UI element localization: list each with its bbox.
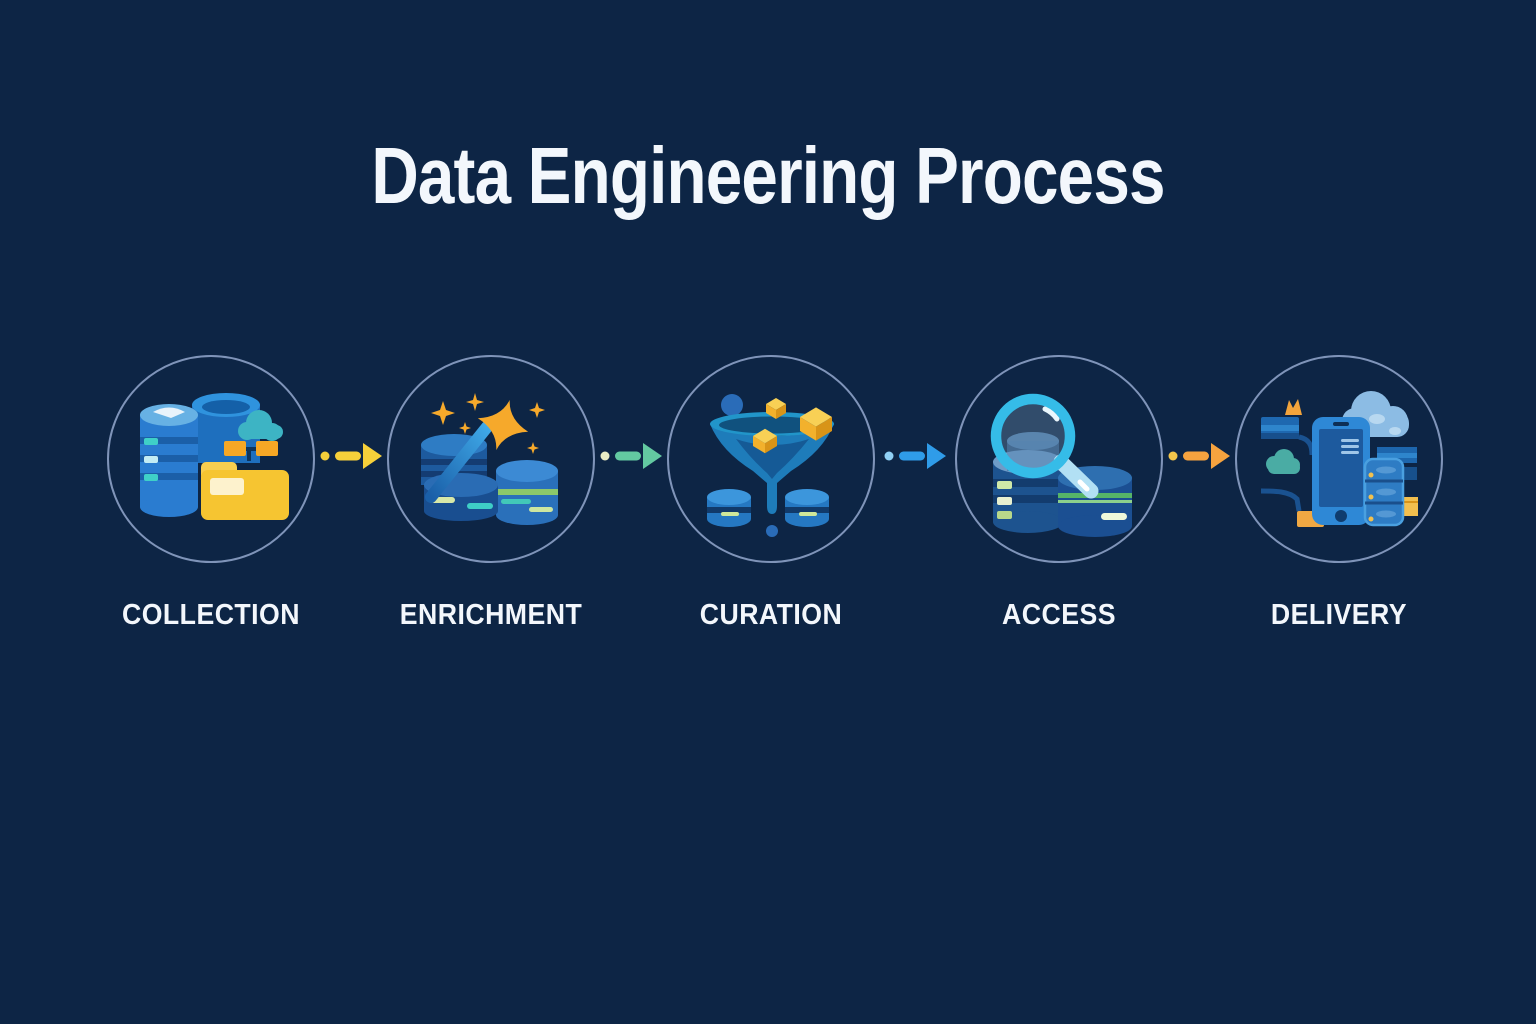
stage-collection: COLLECTION xyxy=(101,355,321,632)
stage-delivery: DELIVERY xyxy=(1229,355,1449,632)
stage-label-enrichment: ENRICHMENT xyxy=(399,599,583,631)
connector-nodes xyxy=(224,441,278,461)
sparkles-icon xyxy=(431,393,545,454)
stage-circle-enrichment xyxy=(387,355,595,563)
cloud-icon xyxy=(1266,449,1300,474)
database-cylinder-icon xyxy=(140,404,198,517)
arrow-right-icon xyxy=(884,443,946,469)
database-icon xyxy=(707,489,751,527)
database-icon xyxy=(496,460,558,525)
stage-access: ACCESS xyxy=(949,355,1169,632)
star-icon xyxy=(477,399,529,451)
stage-circle-collection xyxy=(107,355,315,563)
dot-icon xyxy=(721,394,743,416)
page-title: Data Engineering Process xyxy=(371,131,1165,220)
arrow-right-icon xyxy=(320,443,382,469)
cube-icon xyxy=(753,428,777,454)
magic-wand-sparkles-databases-icon xyxy=(421,393,558,525)
smartphone-cloud-server-icon xyxy=(1260,391,1418,527)
folder-icon xyxy=(201,462,289,520)
card-icon xyxy=(1261,399,1302,439)
database-icon xyxy=(785,489,829,527)
stage-label-access: ACCESS xyxy=(1002,599,1116,631)
funnel-cubes-databases-icon xyxy=(707,394,834,537)
stage-label-curation: CURATION xyxy=(699,599,843,631)
droplet-icon xyxy=(766,525,778,537)
stage-label-collection: COLLECTION xyxy=(121,599,301,631)
stage-circle-curation xyxy=(667,355,875,563)
cloud-icon xyxy=(238,410,283,441)
server-icon xyxy=(1363,457,1405,527)
cube-icon xyxy=(766,398,786,419)
arrow-right-icon xyxy=(600,443,662,469)
magnifier-databases-icon xyxy=(990,393,1132,537)
databases-folder-cloud-icon xyxy=(140,393,289,520)
arrow-right-icon xyxy=(1168,443,1230,469)
stage-enrichment: ENRICHMENT xyxy=(381,355,601,632)
stage-circle-access xyxy=(955,355,1163,563)
stage-circle-delivery xyxy=(1235,355,1443,563)
cube-icon xyxy=(800,407,832,441)
smartphone-icon xyxy=(1312,417,1370,525)
stage-label-delivery: DELIVERY xyxy=(1270,599,1408,631)
stage-curation: CURATION xyxy=(661,355,881,632)
magnifier-icon xyxy=(990,393,1099,499)
magic-wand-icon xyxy=(425,421,493,503)
